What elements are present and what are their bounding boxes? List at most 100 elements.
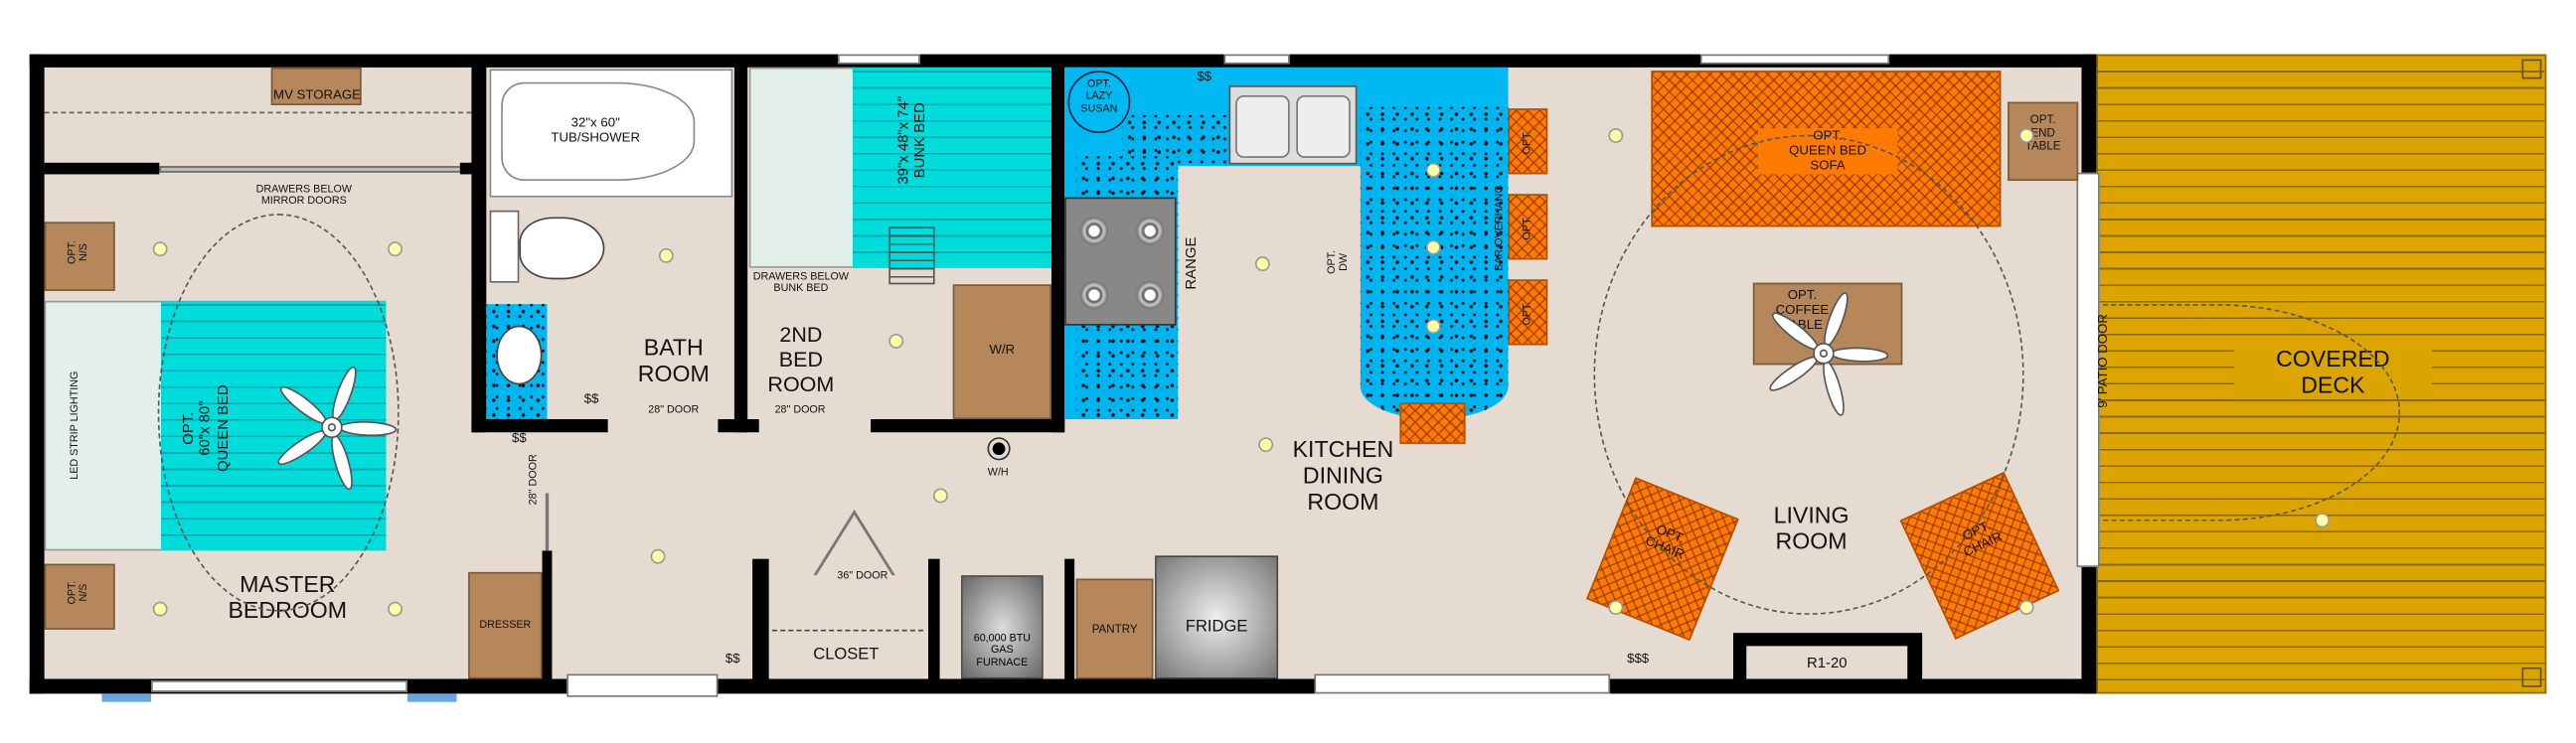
drawers-below-mirror-label: DRAWERS BELOW MIRROR DOORS [255, 184, 352, 209]
toilet-icon [489, 210, 520, 283]
interior-wall [928, 558, 940, 679]
room-label-bed2: 2ND BED ROOM [767, 322, 835, 396]
light-fixture-icon [1608, 600, 1624, 615]
light-fixture-icon [1254, 256, 1270, 272]
deck-post-icon [2521, 667, 2542, 687]
end-table [2008, 101, 2079, 182]
bar-stool-label: OPT. [1522, 130, 1533, 155]
interior-wall [1064, 558, 1075, 679]
window [151, 680, 407, 692]
furnace-label: 60,000 BTU GAS FURNACE [973, 633, 1032, 669]
exterior-wall-left [29, 54, 45, 694]
light-switch-icon[interactable]: $$ [724, 651, 740, 667]
pendant-light-icon [1425, 319, 1441, 334]
bathtub-basin [501, 81, 696, 182]
lazy-susan [1067, 71, 1131, 134]
range-stove [1064, 197, 1177, 326]
bar-stool-label: OPT. [1522, 216, 1533, 240]
interior-wall [44, 162, 160, 175]
bar-stool [1508, 194, 1548, 260]
bunk-bed-label: 39"x 48"x 74" BUNK BED [894, 95, 929, 185]
led-strip-lighting-label: LED STRIP LIGHTING [69, 371, 81, 480]
nightstand-label: OPT. N/S [67, 240, 90, 264]
mirror-doors[interactable] [159, 166, 464, 173]
window-trim [101, 693, 152, 702]
dresser-label: DRESSER [479, 619, 532, 632]
nightstand-bottom [44, 563, 115, 630]
tub-label: 32"x 60" TUB/SHOWER [551, 114, 641, 145]
wardrobe [952, 284, 1051, 419]
light-fixture-icon [2018, 600, 2034, 615]
master-light-wire [157, 214, 400, 612]
mv-storage-label: MV STORAGE [273, 86, 362, 102]
window [838, 54, 920, 65]
front-door[interactable] [566, 673, 719, 697]
sliding-window [1314, 673, 1611, 694]
range-label: RANGE [1182, 236, 1200, 290]
closet-door-label: 36" DOOR [837, 570, 888, 582]
pantry [1075, 578, 1154, 679]
interior-wall [542, 550, 553, 679]
r-value-label: R1-20 [1806, 654, 1848, 671]
lazy-susan-label: OPT. LAZY SUSAN [1080, 78, 1118, 115]
light-fixture-icon [388, 241, 403, 257]
light-fixture-icon [650, 548, 666, 564]
light-fixture-icon [1608, 128, 1624, 143]
closet-rod [771, 629, 924, 632]
light-switch-icon[interactable]: $$ [583, 390, 599, 406]
room-label-kitchen: KITCHEN DINING ROOM [1292, 435, 1394, 516]
mv-storage [270, 67, 362, 105]
light-switch-icon[interactable]: $$ [512, 430, 527, 446]
interior-wall [459, 162, 477, 175]
headboard [44, 300, 163, 551]
light-fixture-icon [152, 241, 168, 257]
interior-wall [871, 418, 1065, 433]
patio-door-label: 9' PATIO DOOR [2095, 314, 2111, 408]
patio-door[interactable] [2076, 172, 2100, 567]
wardrobe-label: W/R [989, 342, 1016, 358]
bunk-bed-frame [748, 67, 857, 268]
pantry-label: PANTRY [1091, 624, 1138, 637]
nightstand-top [44, 222, 115, 291]
room-label-closet: CLOSET [813, 646, 880, 665]
water-heater-label: W/H [987, 466, 1009, 479]
interior-wall [733, 66, 748, 433]
sink-basin-icon [1235, 94, 1290, 158]
light-fixture-icon [888, 333, 904, 349]
interior-wall [471, 66, 487, 433]
gas-furnace [961, 575, 1044, 679]
bar-stool [1508, 279, 1548, 346]
pendant-light-icon [1425, 239, 1441, 255]
window [1223, 54, 1290, 65]
dishwasher-label: OPT. DW [1326, 249, 1351, 274]
interior-wall [471, 418, 608, 433]
end-table-label: OPT. END TABLE [2024, 114, 2061, 154]
bar-overhang-label: BAR OVERHANG [1494, 185, 1506, 271]
bath-door-label: 28" DOOR [648, 404, 700, 416]
deck-light-wire [2036, 304, 2401, 521]
bed2-door-label: 28" DOOR [774, 404, 826, 416]
fridge-label: FRIDGE [1185, 618, 1248, 637]
kitchen-island [1360, 106, 1509, 419]
light-switch-icon[interactable]: $$ [1197, 69, 1212, 84]
nightstand-label: OPT. N/S [67, 580, 90, 605]
master-door[interactable] [545, 493, 550, 551]
interior-wall [1050, 66, 1065, 433]
light-fixture-icon [658, 247, 674, 263]
storage-divider [44, 111, 472, 114]
r-value-box [1746, 646, 1908, 679]
light-fixture-icon [388, 601, 403, 617]
light-fixture-icon [152, 601, 168, 617]
light-switch-icon[interactable]: $$$ [1627, 651, 1650, 667]
light-fixture-icon [2315, 513, 2331, 528]
bunk-bed [852, 67, 1051, 268]
bunk-ladder-icon [888, 226, 935, 285]
fridge [1155, 555, 1279, 679]
sink-basin-icon [1296, 94, 1351, 158]
pendant-light-icon [1425, 162, 1441, 178]
room-label-bath: BATH ROOM [637, 333, 710, 387]
deck-post-icon [2521, 59, 2542, 79]
light-fixture-icon [1258, 437, 1274, 453]
sink-icon [496, 325, 543, 385]
